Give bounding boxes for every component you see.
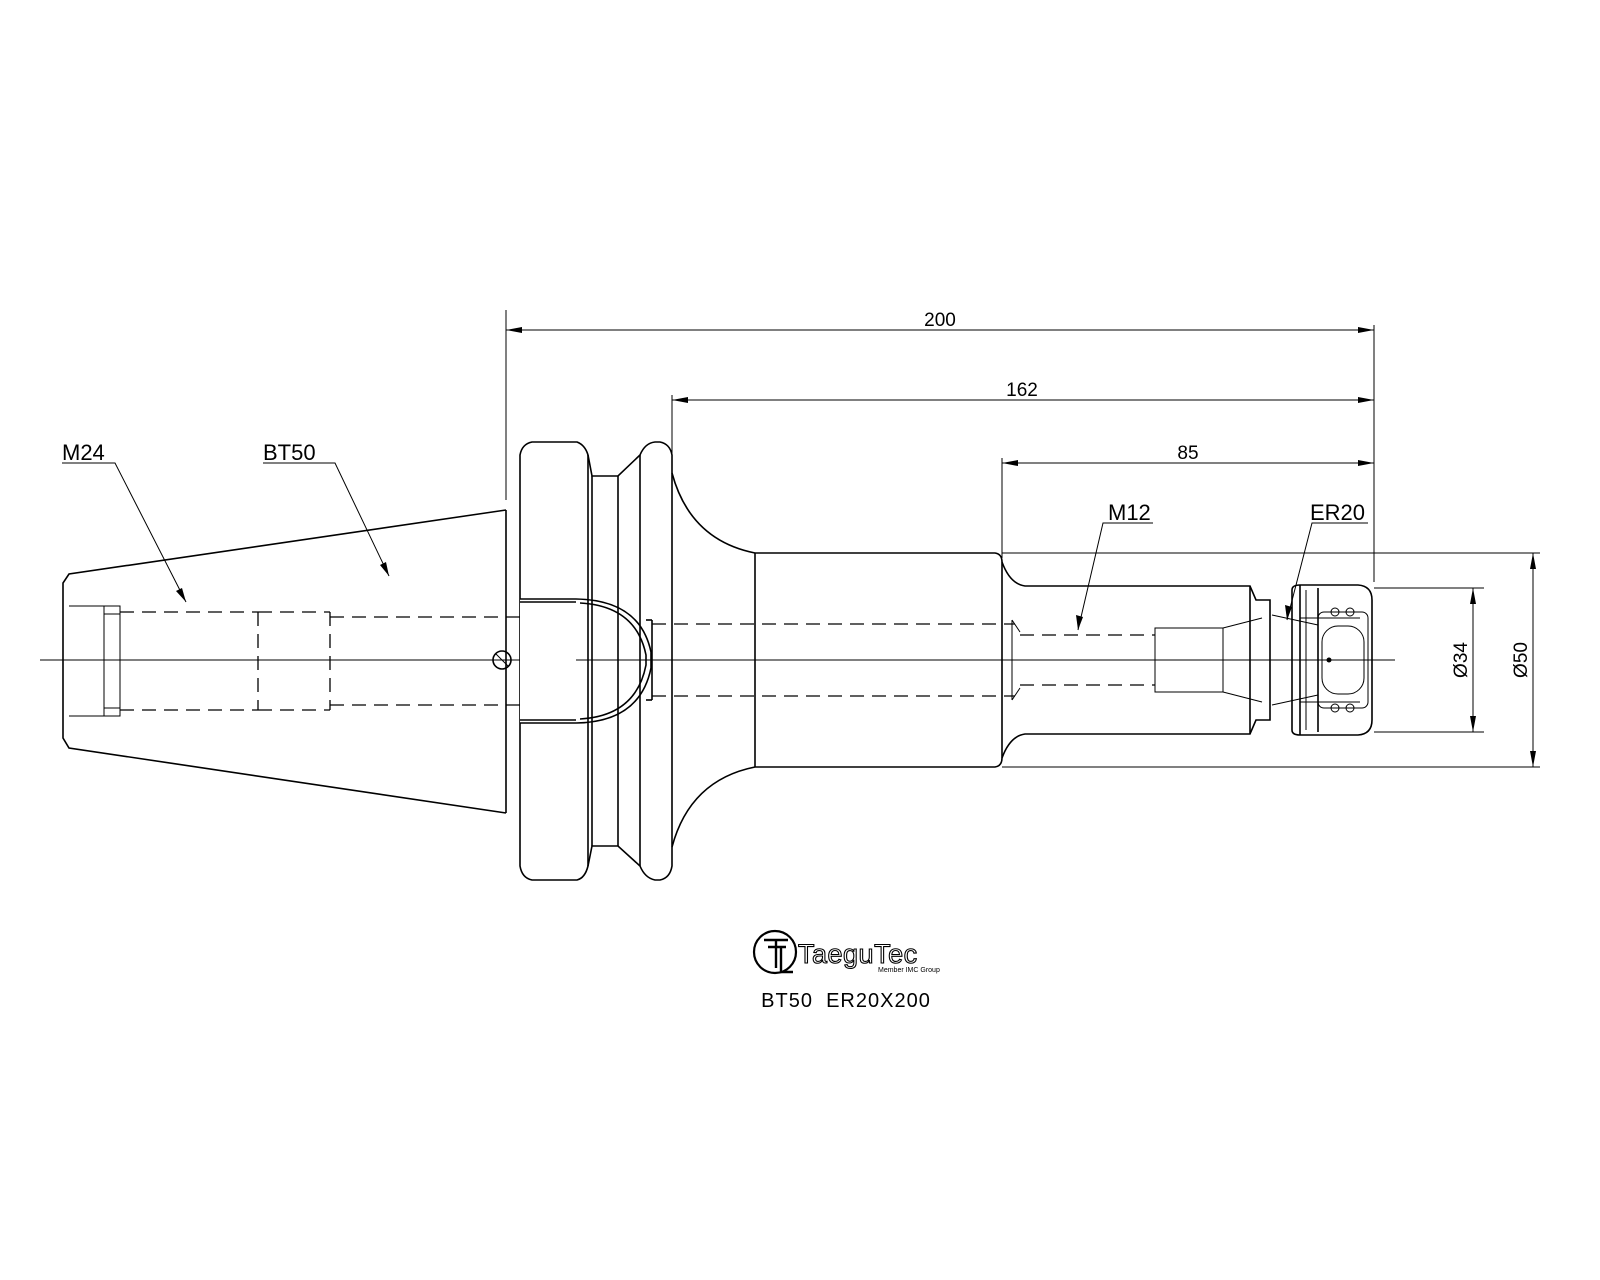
logo-tagline: Member IMC Group bbox=[878, 967, 940, 974]
dim-collet-nut-diameter: Ø34 bbox=[1451, 642, 1472, 678]
dim-nose-extension: 85 bbox=[1177, 443, 1198, 464]
taper-shank bbox=[62, 509, 520, 814]
dim-body-diameter: Ø50 bbox=[1511, 642, 1532, 678]
logo-tt-icon bbox=[764, 938, 793, 974]
logo-emblem-icon bbox=[752, 929, 798, 975]
logo-brand: TaeguTec bbox=[798, 939, 918, 969]
callout-leaders bbox=[62, 462, 1368, 631]
dimension-lines bbox=[506, 327, 1536, 767]
drawing-caption: BT50 ER20X200 bbox=[761, 990, 931, 1012]
callout-er20: ER20 bbox=[1310, 500, 1365, 525]
dim-overall-length: 200 bbox=[924, 310, 956, 331]
body bbox=[652, 472, 1015, 848]
flange bbox=[519, 441, 673, 881]
extension-lines bbox=[505, 310, 1540, 768]
nose bbox=[1001, 561, 1271, 759]
callout-bt50: BT50 bbox=[263, 440, 316, 465]
callout-m24: M24 bbox=[62, 440, 105, 465]
dim-flange-to-nose: 162 bbox=[1006, 380, 1038, 401]
callout-m12: M12 bbox=[1108, 500, 1151, 525]
taegutec-logo: TaeguTec Member IMC Group bbox=[752, 929, 940, 975]
collet-nut bbox=[1271, 584, 1373, 736]
